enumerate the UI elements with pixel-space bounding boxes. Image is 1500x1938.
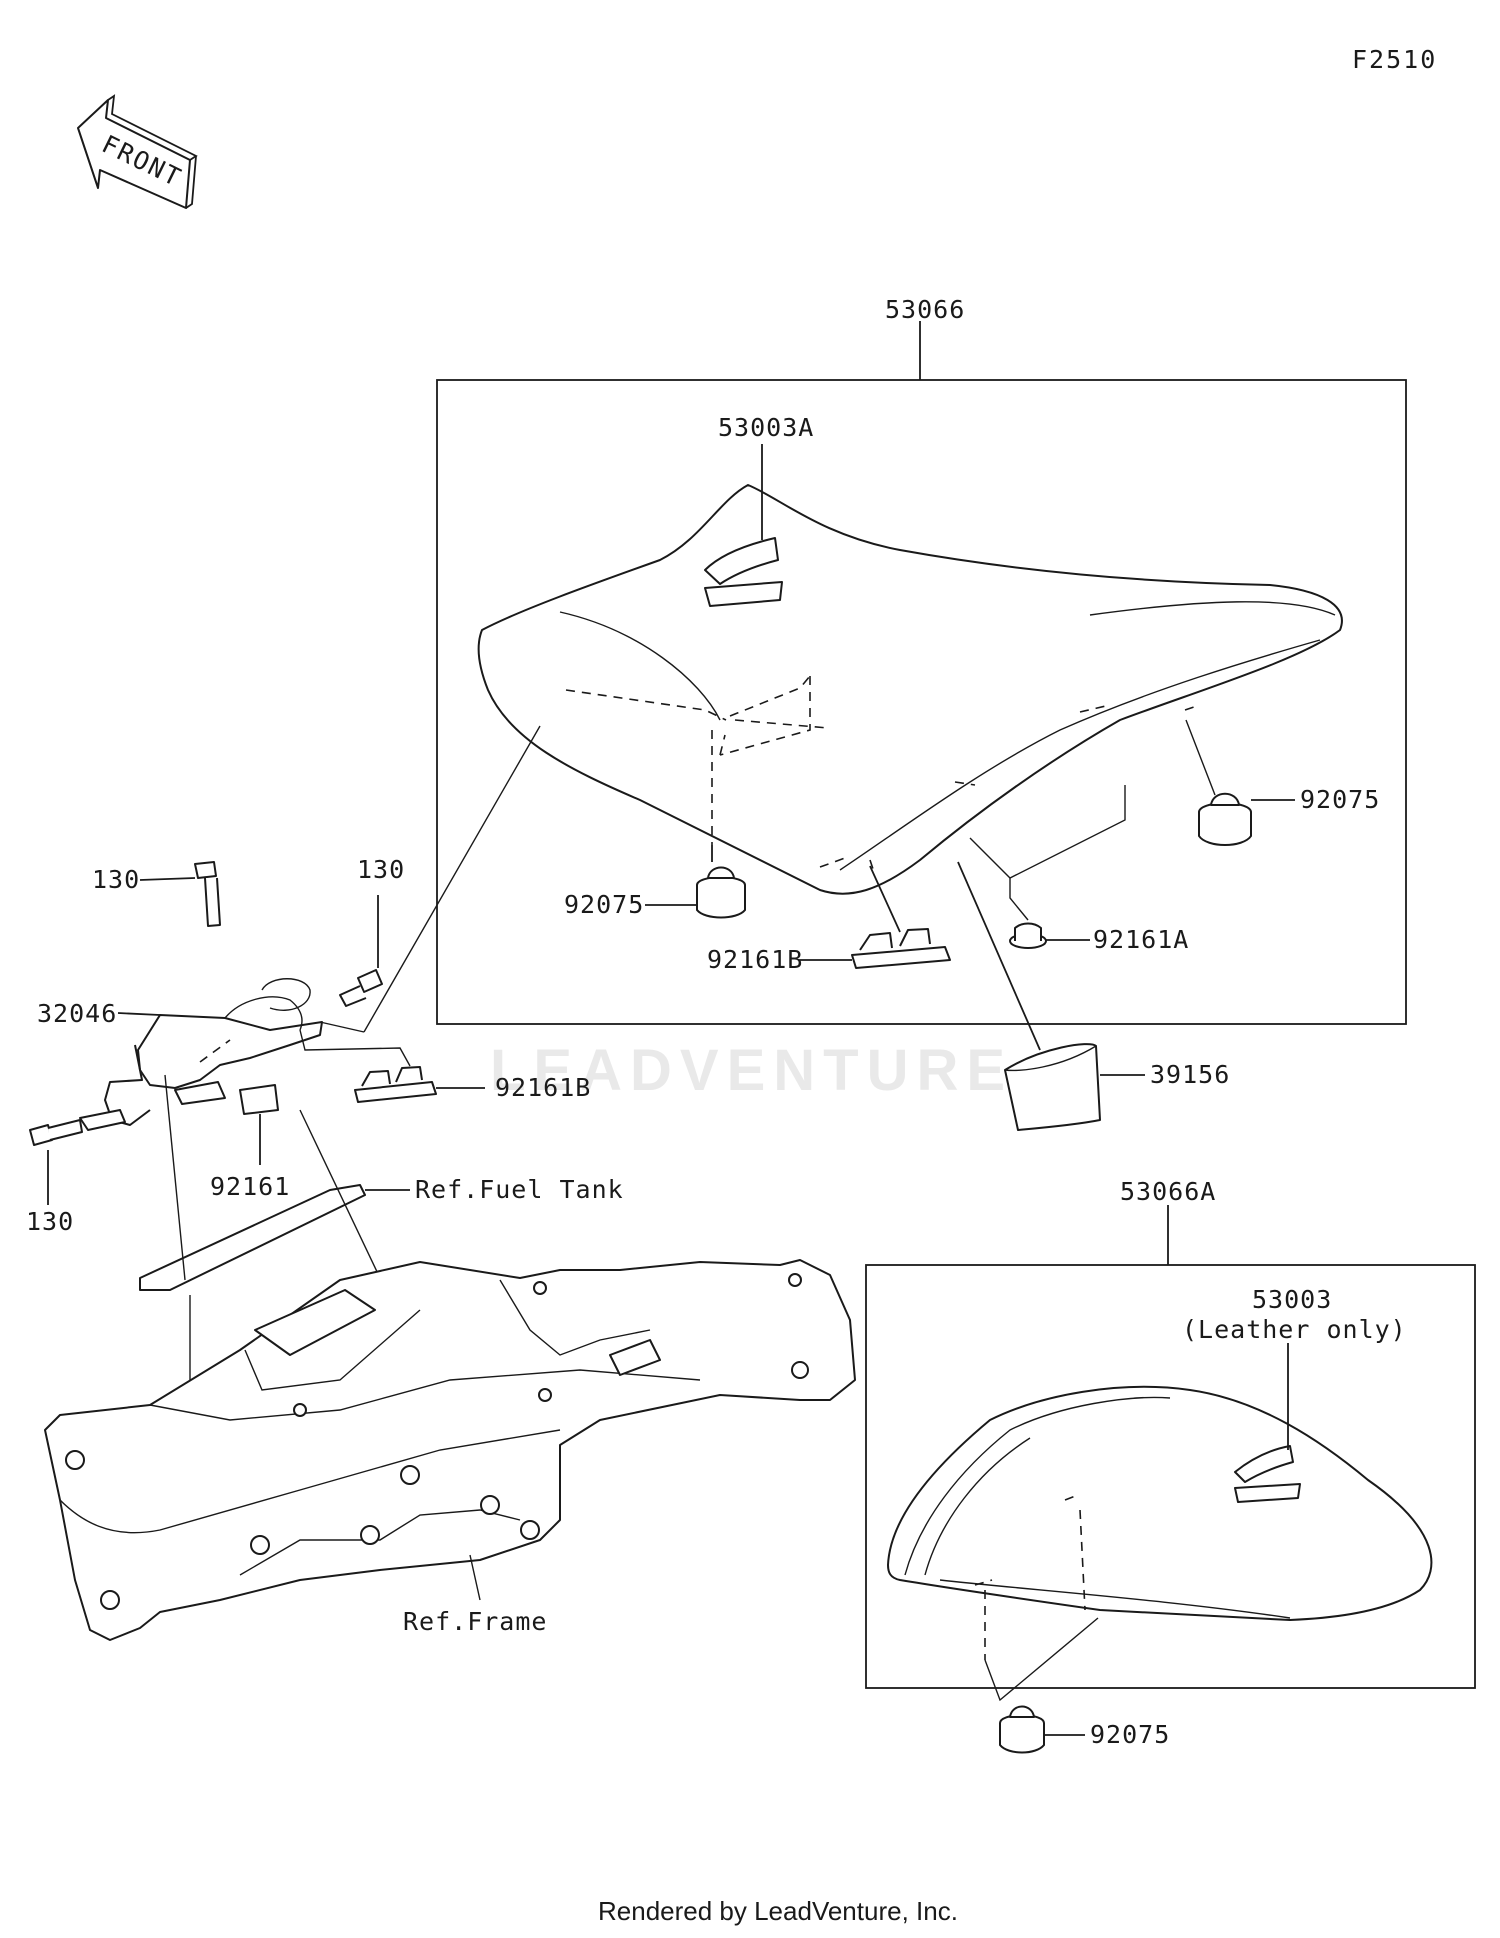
label-ref-fuel-tank: Ref.Fuel Tank (415, 1175, 624, 1204)
fuel-tank-plate (139, 1184, 366, 1291)
footer-credit: Rendered by LeadVenture, Inc. (598, 1896, 958, 1926)
pillion-assembly-group: 53066A 53003 (Leather only) 92075 (865, 1177, 1476, 1754)
seat-assembly-box (436, 379, 1407, 1025)
pillion-seat-shape (887, 1385, 1433, 1621)
grommet-92161A (1009, 922, 1047, 949)
grommet-92161B-seat (851, 928, 951, 969)
grommet-92161B-bracket (354, 1066, 437, 1103)
label-39156: 39156 (1150, 1060, 1230, 1089)
watermark: LEADVENTURE (490, 1038, 1013, 1103)
label-ref-frame: Ref.Frame (403, 1607, 547, 1636)
label-32046: 32046 (37, 999, 117, 1028)
bolt-130-top-left (194, 861, 221, 927)
seat-to-bracket-line (363, 725, 541, 1033)
damper-92075-left (696, 866, 746, 919)
label-130-top-left: 130 (92, 865, 140, 894)
grommet-92161 (239, 1084, 279, 1115)
damper-92075-pillion (999, 1705, 1045, 1754)
label-92161B-bracket: 92161B (495, 1073, 591, 1102)
label-53003: 53003 (1252, 1285, 1332, 1314)
pillion-assembly-box (865, 1264, 1476, 1689)
label-130-top-right: 130 (357, 855, 405, 884)
front-arrow-icon: FRONT (77, 94, 198, 209)
label-53003-note: (Leather only) (1182, 1315, 1407, 1344)
bolt-130-top-right (339, 969, 383, 1007)
label-92161: 92161 (210, 1172, 290, 1201)
label-92161B-seat: 92161B (707, 945, 803, 974)
label-130-bottom: 130 (26, 1207, 74, 1236)
seat-assembly-group: 53066 53003A 92075 (436, 295, 1407, 1025)
label-53066A: 53066A (1120, 1177, 1216, 1206)
bracket-32046 (137, 1014, 323, 1089)
seat-shape (477, 484, 1343, 895)
label-92075-right: 92075 (1300, 785, 1380, 814)
frame-group: Ref.Fuel Tank Ref.Frame (44, 1074, 856, 1641)
seat-cover-patch (704, 537, 783, 607)
label-53066: 53066 (885, 295, 965, 324)
bracket-assembly-group: 130 130 32046 130 92161 (26, 855, 591, 1236)
pillion-cover-patch (1234, 1445, 1301, 1503)
label-92161A: 92161A (1093, 925, 1189, 954)
diagram-code: F2510 (1352, 45, 1437, 74)
tool-bag-39156 (1004, 1043, 1101, 1131)
frame (44, 1259, 856, 1641)
label-92075-left: 92075 (564, 890, 644, 919)
damper-92075-right (1198, 792, 1252, 846)
label-92075-pillion: 92075 (1090, 1720, 1170, 1749)
bolt-130-bottom (29, 1119, 83, 1146)
label-53003A: 53003A (718, 413, 814, 442)
